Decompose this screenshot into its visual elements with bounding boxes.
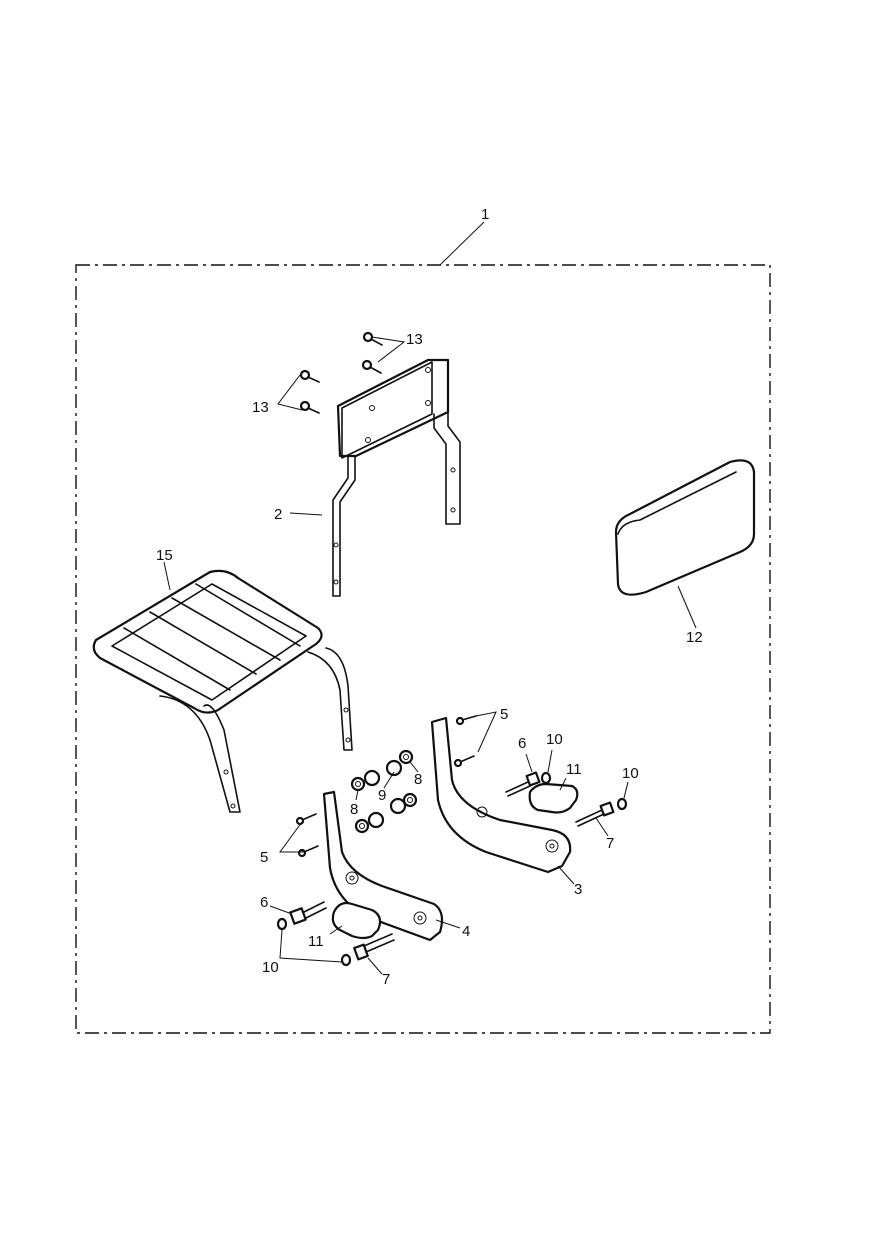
leader-7b: [367, 957, 383, 975]
leader-9: [383, 771, 395, 789]
callout-10c: 10: [262, 959, 279, 976]
luggage-rack: [92, 569, 353, 813]
leader-13a: [371, 336, 406, 363]
callout-2: 2: [274, 506, 282, 523]
callout-11a: 11: [566, 761, 582, 778]
backrest-frame: [332, 358, 461, 597]
leader-7a: [595, 817, 609, 837]
bolt-7-set: [353, 801, 615, 961]
leader-3: [557, 865, 575, 885]
callout-10b: 10: [622, 765, 639, 782]
leader-6b: [269, 905, 293, 915]
leader-4: [435, 919, 461, 929]
side-bracket-right: [430, 716, 572, 874]
callout-13a: 13: [406, 331, 423, 348]
washer-10-set: [276, 771, 628, 967]
leader-10a: [547, 749, 553, 773]
slot-plate-11-set: [331, 782, 579, 940]
callout-9: 9: [378, 787, 386, 804]
leader-8b: [409, 761, 419, 773]
callout-6a: 6: [518, 735, 526, 752]
callout-5a: 5: [500, 706, 508, 723]
callout-11b: 11: [308, 933, 324, 950]
bolt-13-set: [299, 331, 383, 414]
bolt-6-set: [289, 771, 541, 925]
kit-boundary: [75, 264, 771, 1034]
leader-6a: [525, 753, 533, 773]
callout-4: 4: [462, 923, 470, 940]
leader-11a: [559, 777, 567, 791]
leader-11b: [329, 925, 343, 935]
leader-2: [289, 512, 323, 516]
leader-10b: [623, 781, 629, 799]
leader-10c: [279, 929, 343, 963]
callout-13b: 13: [252, 399, 269, 416]
leader-8a: [355, 789, 359, 801]
leader-5b: [279, 821, 306, 853]
spacer-9-set: [363, 759, 407, 829]
side-bracket-left: [322, 790, 444, 942]
callout-1: 1: [481, 206, 489, 223]
leader-12: [677, 585, 697, 629]
callout-10a: 10: [546, 731, 563, 748]
callout-12: 12: [686, 629, 703, 646]
callout-15: 15: [156, 547, 173, 564]
callout-7a: 7: [606, 835, 614, 852]
leader-15: [163, 561, 171, 591]
callout-3: 3: [574, 881, 582, 898]
backrest-pad: [614, 459, 756, 596]
callout-5b: 5: [260, 849, 268, 866]
callout-7b: 7: [382, 971, 390, 988]
callout-8a: 8: [350, 801, 358, 818]
leader-1: [439, 221, 485, 266]
callout-8b: 8: [414, 771, 422, 788]
leader-5a: [475, 711, 497, 753]
leader-13b: [277, 374, 303, 411]
callout-6b: 6: [260, 894, 268, 911]
